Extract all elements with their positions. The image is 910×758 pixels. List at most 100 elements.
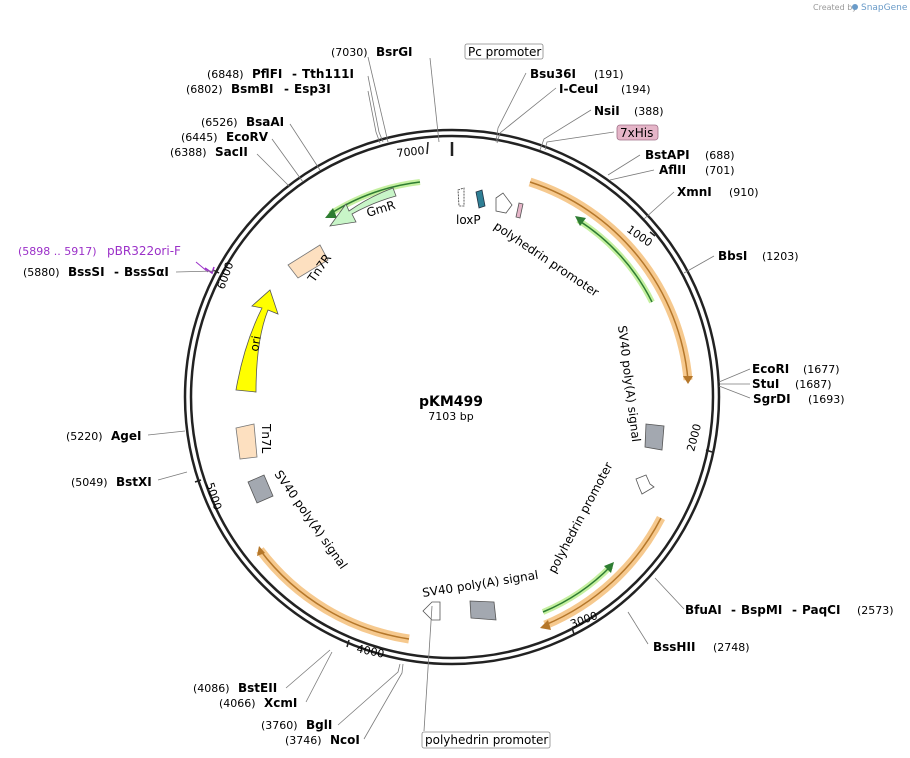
svg-text:BstXI: BstXI	[116, 475, 152, 489]
site-xmni[interactable]: XmnI (910)	[677, 185, 759, 199]
primer-leader	[195, 261, 209, 273]
svg-text:(4086): (4086)	[193, 682, 230, 695]
tn7l-box	[235, 423, 258, 460]
svg-text:(5898 .. 5917): (5898 .. 5917)	[18, 245, 97, 258]
svg-text:SgrDI: SgrDI	[753, 392, 791, 406]
site-ecori[interactable]: EcoRI (1677)	[752, 362, 840, 376]
polyhedrin-promoter-arrow-top	[495, 192, 513, 214]
primer-pbr322ori-f[interactable]: (5898 .. 5917) pBR322ori-F	[18, 244, 181, 258]
site-sacii[interactable]: (6388) SacII	[170, 145, 248, 159]
svg-text:(1687): (1687)	[795, 378, 832, 391]
svg-text:BssHII: BssHII	[653, 640, 695, 654]
ori-arrow	[235, 289, 279, 393]
tick-label-4000: 4000	[355, 642, 385, 661]
svg-text:(6388): (6388)	[170, 146, 207, 159]
his-tag-marker	[515, 202, 524, 219]
svg-text:I-CeuI: I-CeuI	[559, 82, 598, 96]
svg-text:(191): (191)	[594, 68, 624, 81]
site-bstxi[interactable]: (5049) BstXI	[71, 475, 152, 489]
svg-text:(3746): (3746)	[285, 734, 322, 747]
svg-text:(1203): (1203)	[762, 250, 799, 263]
svg-text:(688): (688)	[705, 149, 735, 162]
site-xcmi[interactable]: (4066) XcmI	[219, 696, 297, 710]
svg-text:AflII: AflII	[659, 163, 686, 177]
loxp-marker-dashed	[457, 187, 465, 207]
site-bsmbi[interactable]: (6802) BsmBI - Esp3I	[186, 82, 331, 96]
site-bsshii[interactable]: BssHII (2748)	[653, 640, 750, 654]
site-bsu36i[interactable]: Bsu36I (191)	[530, 67, 624, 81]
svg-text:(2573): (2573)	[857, 604, 894, 617]
svg-text:EcoRI: EcoRI	[752, 362, 789, 376]
svg-text:BsaAI: BsaAI	[246, 115, 284, 129]
svg-text:Esp3I: Esp3I	[294, 82, 331, 96]
site-bsrgi[interactable]: (7030) BsrGI	[331, 45, 413, 59]
site-ecorv[interactable]: (6445) EcoRV	[181, 130, 269, 144]
credit-brand[interactable]: SnapGene	[861, 3, 908, 13]
sv40-polya-label-right: SV40 poly(A) signal	[615, 325, 643, 443]
svg-text:(5220): (5220)	[66, 430, 103, 443]
orf-arc-right-top	[528, 177, 693, 381]
svg-text:pBR322ori-F: pBR322ori-F	[107, 244, 181, 258]
plasmid-name: pKM499	[419, 394, 483, 410]
orf-arcs	[256, 177, 693, 644]
feature-box-polyhedrin-promoter[interactable]: polyhedrin promoter	[421, 731, 551, 749]
site-aflii[interactable]: AflII (701)	[659, 163, 735, 177]
tick-label-6000: 6000	[215, 260, 237, 291]
feature-box-pc-promoter[interactable]: Pc promoter	[464, 43, 544, 60]
site-bfuai[interactable]: BfuAI - BspMI - PaqCI (2573)	[685, 603, 894, 617]
site-bsaai[interactable]: (6526) BsaAI	[201, 115, 284, 129]
feature-box-7xhis[interactable]: 7xHis	[616, 124, 659, 141]
svg-text:(701): (701)	[705, 164, 735, 177]
backbone-outer	[183, 128, 721, 666]
site-sgrdi[interactable]: SgrDI (1693)	[753, 392, 845, 406]
svg-text:BsrGI: BsrGI	[376, 45, 413, 59]
site-nsii[interactable]: NsiI (388)	[594, 104, 664, 118]
svg-text:(6802): (6802)	[186, 83, 223, 96]
sv40-polya-box-left	[247, 474, 274, 504]
svg-text:-: -	[284, 82, 289, 96]
svg-text:XcmI: XcmI	[264, 696, 297, 710]
ori-label: ori	[247, 335, 263, 353]
svg-text:SacII: SacII	[215, 145, 248, 159]
tick-marks	[194, 141, 713, 648]
svg-text:BglI: BglI	[306, 718, 332, 732]
sv40-polya-box-bottom	[469, 600, 497, 621]
svg-text:PflFI: PflFI	[252, 67, 282, 81]
site-agei[interactable]: (5220) AgeI	[66, 429, 141, 443]
site-ncoi[interactable]: (3746) NcoI	[285, 733, 360, 747]
snapgene-logo-icon	[852, 4, 858, 10]
site-bsssi[interactable]: (5880) BssSI - BssSαI	[23, 265, 169, 279]
site-bbsi[interactable]: BbsI (1203)	[718, 249, 799, 263]
svg-text:Pc promoter: Pc promoter	[468, 45, 541, 59]
site-stui[interactable]: StuI (1687)	[752, 377, 832, 391]
svg-text:EcoRV: EcoRV	[226, 130, 269, 144]
site-bsteii[interactable]: (4086) BstEII	[193, 681, 277, 695]
polyhedrin-promoter-arrow-right	[635, 474, 655, 495]
svg-text:(1693): (1693)	[808, 393, 845, 406]
svg-text:(7030): (7030)	[331, 46, 368, 59]
site-bstapi[interactable]: BstAPI (688)	[645, 148, 735, 162]
site-pflfi[interactable]: (6848) PflFI - Tth111I	[207, 67, 354, 81]
svg-text:7xHis: 7xHis	[620, 126, 653, 140]
svg-text:Tth111I: Tth111I	[302, 67, 354, 81]
svg-text:(3760): (3760)	[261, 719, 298, 732]
svg-text:-: -	[792, 603, 797, 617]
tn7r-box	[287, 244, 329, 279]
svg-text:(1677): (1677)	[803, 363, 840, 376]
svg-text:BssSαI: BssSαI	[124, 265, 169, 279]
sv40-polya-label-left: SV40 poly(A) signal	[272, 468, 351, 572]
svg-text:(6848): (6848)	[207, 68, 244, 81]
svg-text:NsiI: NsiI	[594, 104, 620, 118]
svg-text:(6526): (6526)	[201, 116, 238, 129]
svg-text:(388): (388)	[634, 105, 664, 118]
site-bgli[interactable]: (3760) BglI	[261, 718, 332, 732]
svg-text:StuI: StuI	[752, 377, 779, 391]
gmr-gene-arrow	[329, 187, 397, 227]
svg-text:BstAPI: BstAPI	[645, 148, 690, 162]
svg-text:NcoI: NcoI	[330, 733, 360, 747]
svg-text:(4066): (4066)	[219, 697, 256, 710]
svg-text:BbsI: BbsI	[718, 249, 747, 263]
site-i-ceui[interactable]: I-CeuI (194)	[559, 82, 651, 96]
svg-text:(5880): (5880)	[23, 266, 60, 279]
